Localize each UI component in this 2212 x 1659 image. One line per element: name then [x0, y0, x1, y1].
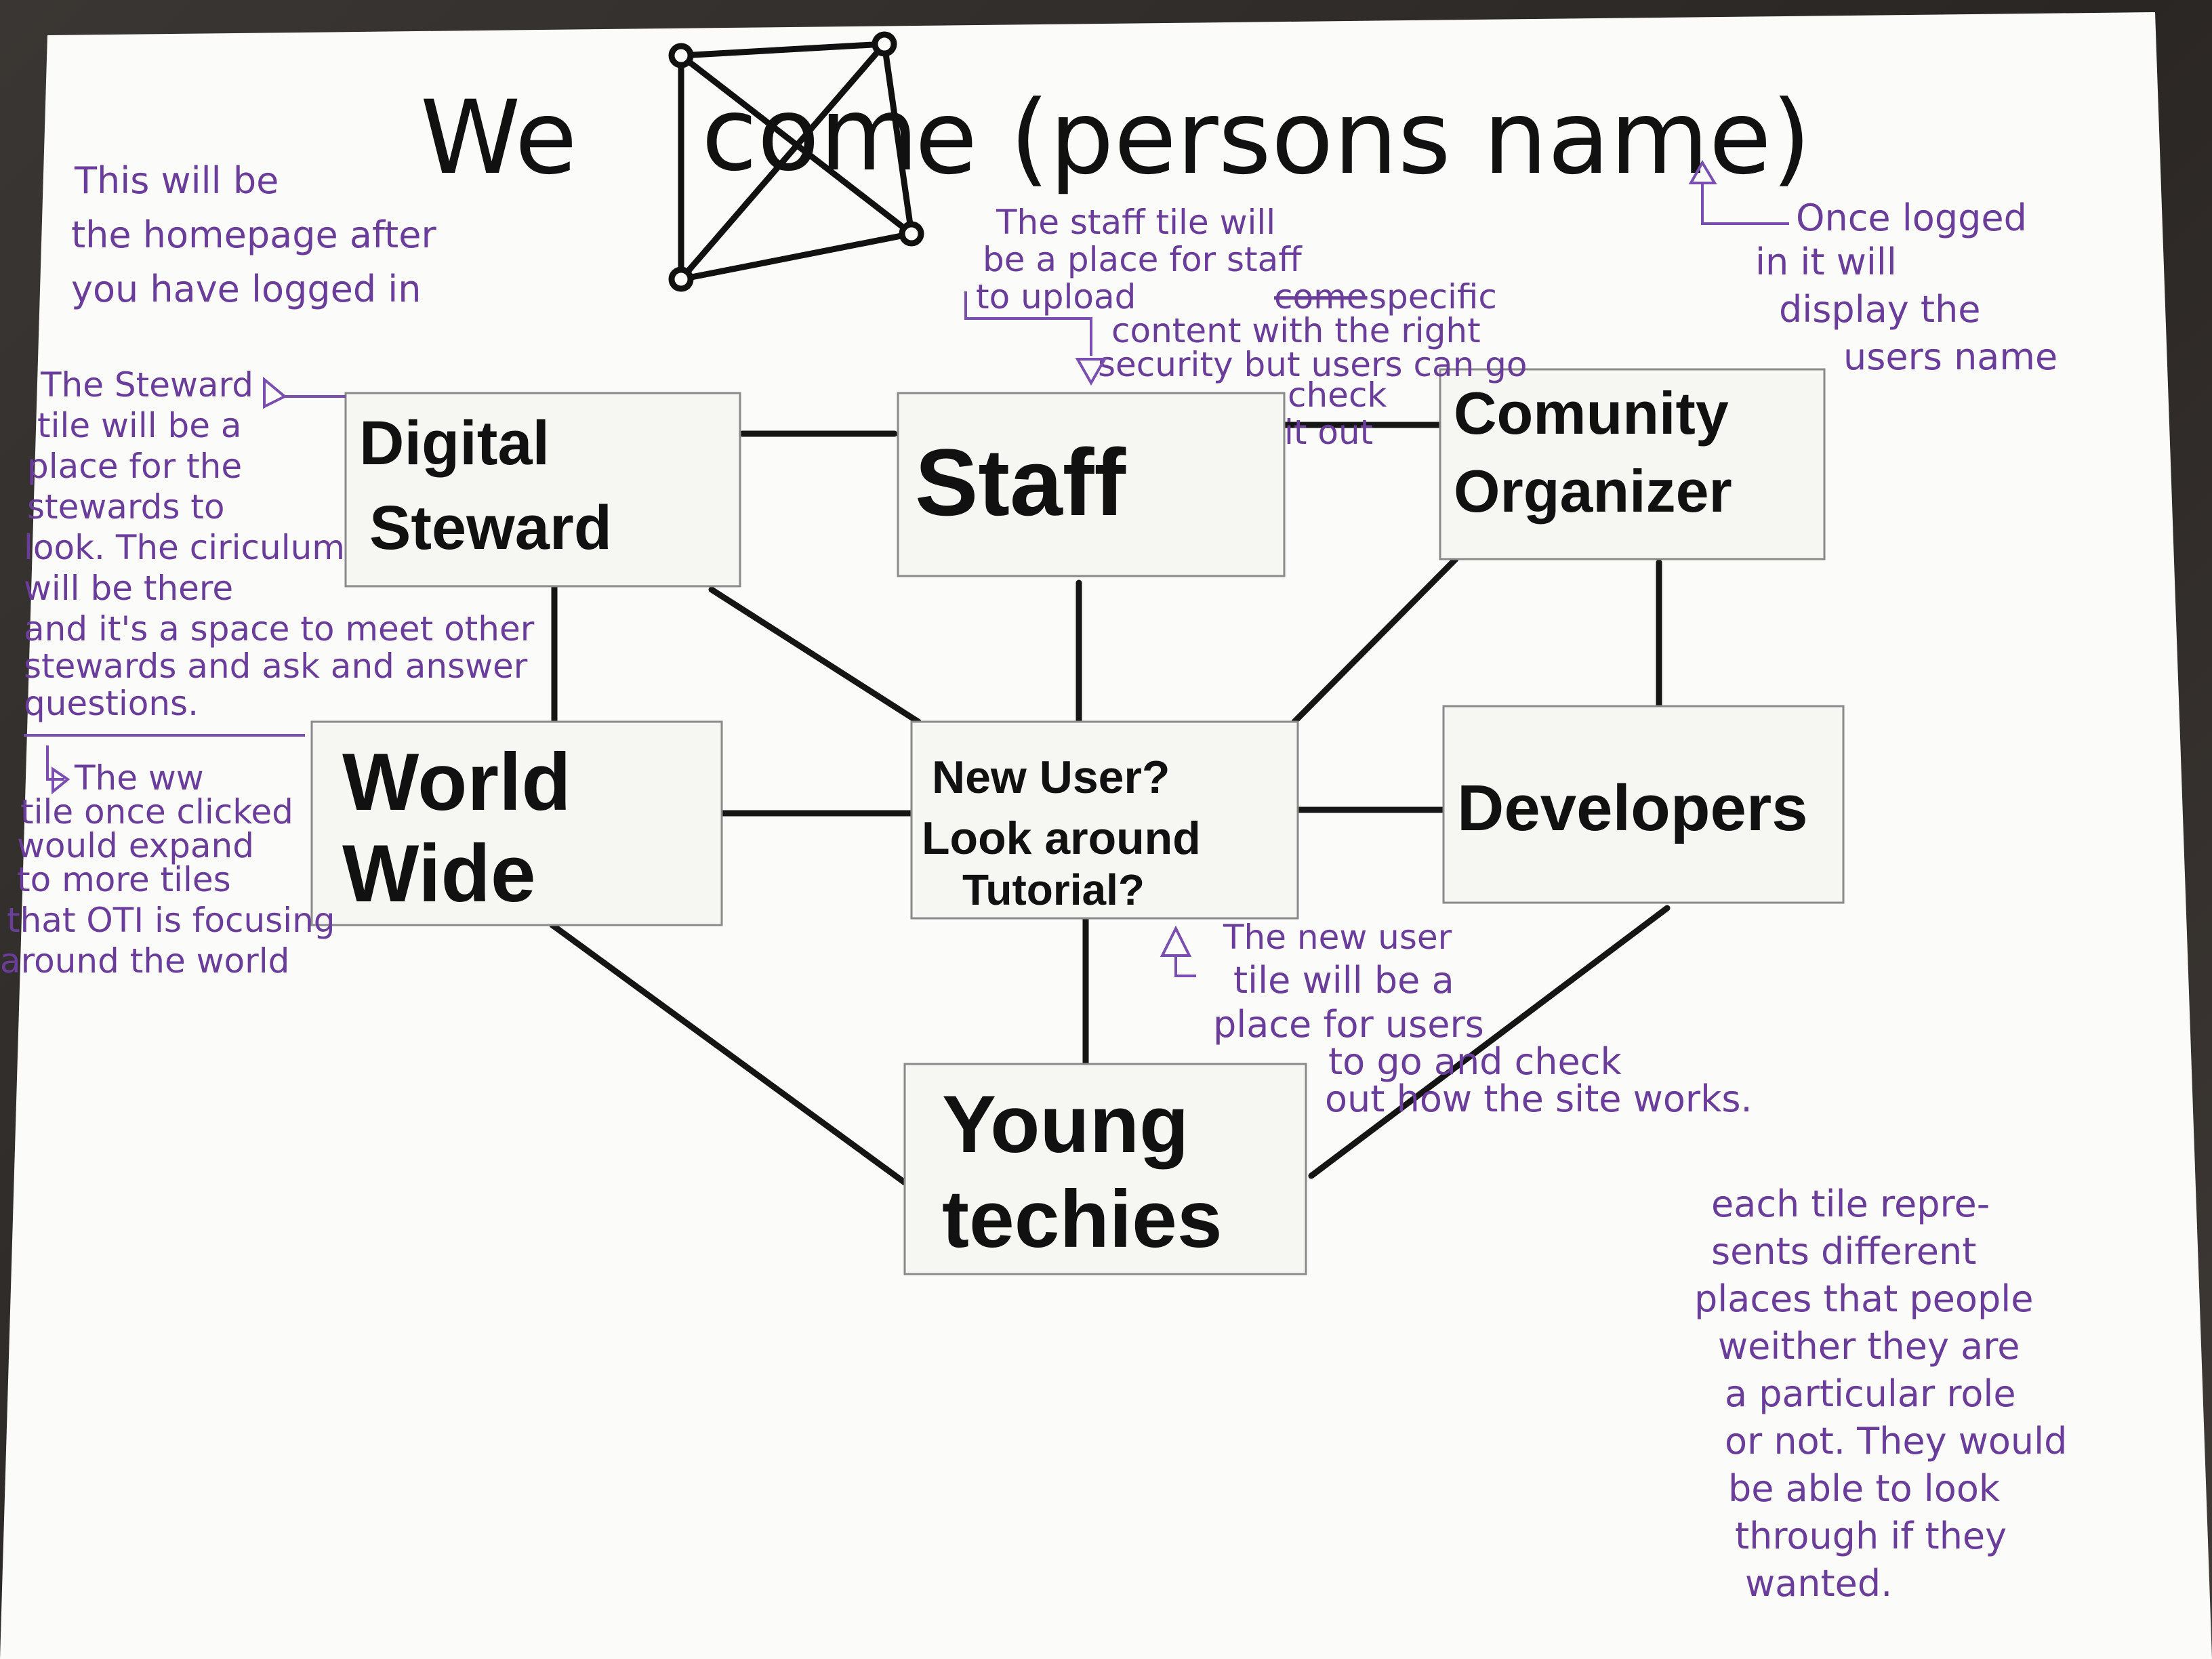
- note-each-tile-line: sents different: [1711, 1230, 1976, 1273]
- note-staff-line: specific: [1369, 277, 1497, 316]
- tile-staff-label: Staff: [915, 429, 1126, 535]
- note-logged-in-line: display the: [1779, 288, 1981, 331]
- tile-developers[interactable]: Developers: [1442, 705, 1845, 904]
- note-steward-line: questions.: [24, 684, 199, 723]
- note-world-wide: The ww tile once clicked would expand to…: [0, 745, 335, 981]
- note-each-tile-line: places that people: [1694, 1277, 2033, 1320]
- note-homepage: This will be the homepage after you have…: [71, 159, 436, 310]
- note-new-user-line: out how the site works.: [1325, 1078, 1753, 1120]
- tile-new-user-line1: New User?: [932, 752, 1170, 803]
- note-steward-line: look. The ciriculum: [24, 528, 345, 567]
- note-logged-in-line: Once logged: [1796, 197, 2027, 239]
- note-new-user: The new user tile will be a place for us…: [1160, 918, 1753, 1120]
- note-each-tile-line: wanted.: [1745, 1562, 1892, 1605]
- note-steward-line: tile will be a: [37, 406, 242, 445]
- note-each-tile-line: or not. They would: [1725, 1420, 2067, 1462]
- note-staff-line: security but users can go: [1098, 345, 1528, 384]
- tile-new-user[interactable]: New User? Look around Tutorial?: [910, 720, 1299, 920]
- note-steward-line: stewards and ask and answer: [24, 647, 528, 686]
- note-each-tile-line: a particular role: [1725, 1372, 2016, 1415]
- note-new-user-line: to go and check: [1328, 1040, 1622, 1083]
- page-title: We com e (persons name): [420, 31, 1811, 292]
- note-staff-line: to upload: [976, 277, 1136, 316]
- tile-community-organizer[interactable]: Comunity Organizer: [1439, 368, 1826, 560]
- note-steward: The Steward tile will be a place for the…: [24, 365, 535, 737]
- note-steward-line: The Steward: [40, 365, 253, 405]
- note-logged-in-line: users name: [1843, 335, 2057, 378]
- note-homepage-line: the homepage after: [71, 213, 436, 256]
- note-staff-line: be a place for staff: [983, 240, 1303, 279]
- note-logged-in-line: in it will: [1755, 241, 1897, 283]
- tile-young-techies[interactable]: Young techies: [903, 1063, 1307, 1275]
- note-staff-tile: The staff tile will be a place for staff…: [964, 203, 1528, 452]
- note-staff-line: it out: [1284, 413, 1373, 452]
- tile-digital-steward[interactable]: Digital Steward: [344, 392, 741, 588]
- tile-world-wide-line1: World: [342, 737, 571, 827]
- connectors: [549, 422, 1671, 1186]
- connector-worldwide-youngtechies: [549, 922, 908, 1186]
- note-steward-line: stewards to: [27, 487, 225, 527]
- note-homepage-line: you have logged in: [71, 268, 422, 310]
- note-staff-strikethrough: come: [1274, 277, 1368, 316]
- note-new-user-line: The new user: [1223, 918, 1452, 957]
- note-staff-arrow-icon: [1075, 358, 1107, 386]
- note-steward-line: and it's a space to meet other: [24, 609, 535, 649]
- tile-world-wide[interactable]: World Wide: [310, 720, 723, 926]
- title-prefix: We: [420, 79, 577, 197]
- note-staff-line: check: [1288, 375, 1387, 415]
- note-new-user-line: place for users: [1213, 1003, 1484, 1046]
- logo-letters: com: [701, 76, 918, 194]
- note-each-tile-line: be able to look: [1728, 1467, 2001, 1510]
- note-steward-arrow-icon: [263, 376, 346, 409]
- note-homepage-line: This will be: [74, 159, 279, 202]
- note-staff-line: content with the right: [1111, 311, 1481, 350]
- note-ww-line: that OTI is focusing: [7, 901, 335, 940]
- tile-young-techies-line2: techies: [942, 1174, 1223, 1265]
- tile-organizer-line1: Comunity: [1454, 380, 1729, 447]
- note-each-tile-line: through if they: [1735, 1515, 2007, 1557]
- connector-organizer-newuser: [1291, 556, 1459, 725]
- tile-staff[interactable]: Staff: [897, 392, 1286, 577]
- note-new-user-line: tile will be a: [1233, 959, 1454, 1002]
- note-steward-line: will be there: [24, 569, 233, 608]
- image-placeholder-icon: [668, 31, 924, 292]
- note-each-tile-line: each tile repre-: [1711, 1183, 1990, 1225]
- connector-steward-newuser: [708, 586, 922, 725]
- note-staff-line: The staff tile will: [996, 203, 1275, 242]
- tile-organizer-line2: Organizer: [1454, 457, 1732, 525]
- note-staff-bracket: [964, 291, 1092, 356]
- tile-developers-label: Developers: [1457, 772, 1808, 844]
- note-ww-line: The ww: [74, 758, 204, 798]
- note-logged-in: Once logged in it will display the users…: [1688, 160, 2057, 378]
- tile-young-techies-line1: Young: [942, 1079, 1189, 1170]
- connector-developers-youngtechies: [1308, 905, 1671, 1179]
- tile-digital-steward-line1: Digital: [359, 409, 550, 478]
- note-logged-in-arrow-icon: [1688, 160, 1789, 225]
- tile-digital-steward-line2: Steward: [369, 493, 612, 562]
- note-each-tile-line: weither they are: [1718, 1325, 2020, 1368]
- note-ww-line: tile once clicked: [20, 792, 293, 832]
- logo-placeholder: com: [668, 31, 924, 292]
- note-ww-line: around the world: [0, 941, 289, 981]
- note-each-tile: each tile repre- sents different places …: [1694, 1183, 2067, 1605]
- note-ww-arrow-icon: [46, 745, 70, 795]
- tile-world-wide-line2: Wide: [342, 828, 536, 919]
- note-ww-line: would expand: [17, 826, 254, 865]
- tile-new-user-line2: Look around: [922, 813, 1201, 864]
- note-steward-line: place for the: [27, 447, 242, 486]
- note-ww-line: to more tiles: [17, 860, 231, 899]
- title-suffix: e (persons name): [915, 79, 1811, 197]
- note-new-user-arrow-icon: [1160, 925, 1196, 977]
- tile-new-user-line3: Tutorial?: [962, 865, 1145, 914]
